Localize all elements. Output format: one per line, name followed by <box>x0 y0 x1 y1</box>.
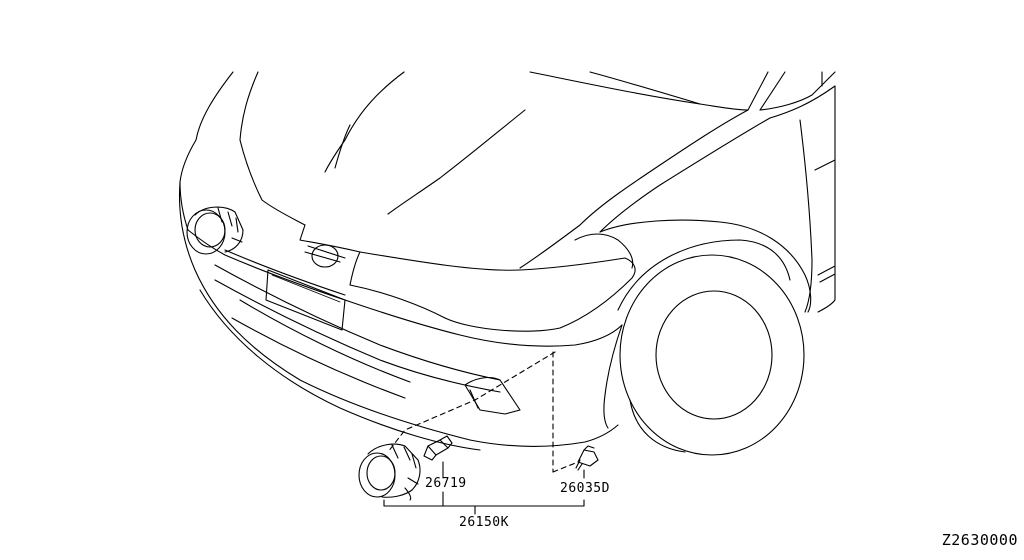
leader-lines <box>387 351 579 473</box>
callout-screw: 26035D <box>560 481 610 496</box>
fog-lamp-part <box>358 443 421 501</box>
screw-part <box>575 445 599 471</box>
installed-fog-lamp <box>186 206 244 255</box>
callout-brackets <box>383 461 585 515</box>
callout-bulb: 26719 <box>425 476 467 491</box>
callout-fog-lamp-assembly: 26150K <box>459 515 509 530</box>
car-body <box>178 71 836 456</box>
diagram-code: Z2630000 <box>942 531 1018 549</box>
bulb-part <box>423 435 453 461</box>
